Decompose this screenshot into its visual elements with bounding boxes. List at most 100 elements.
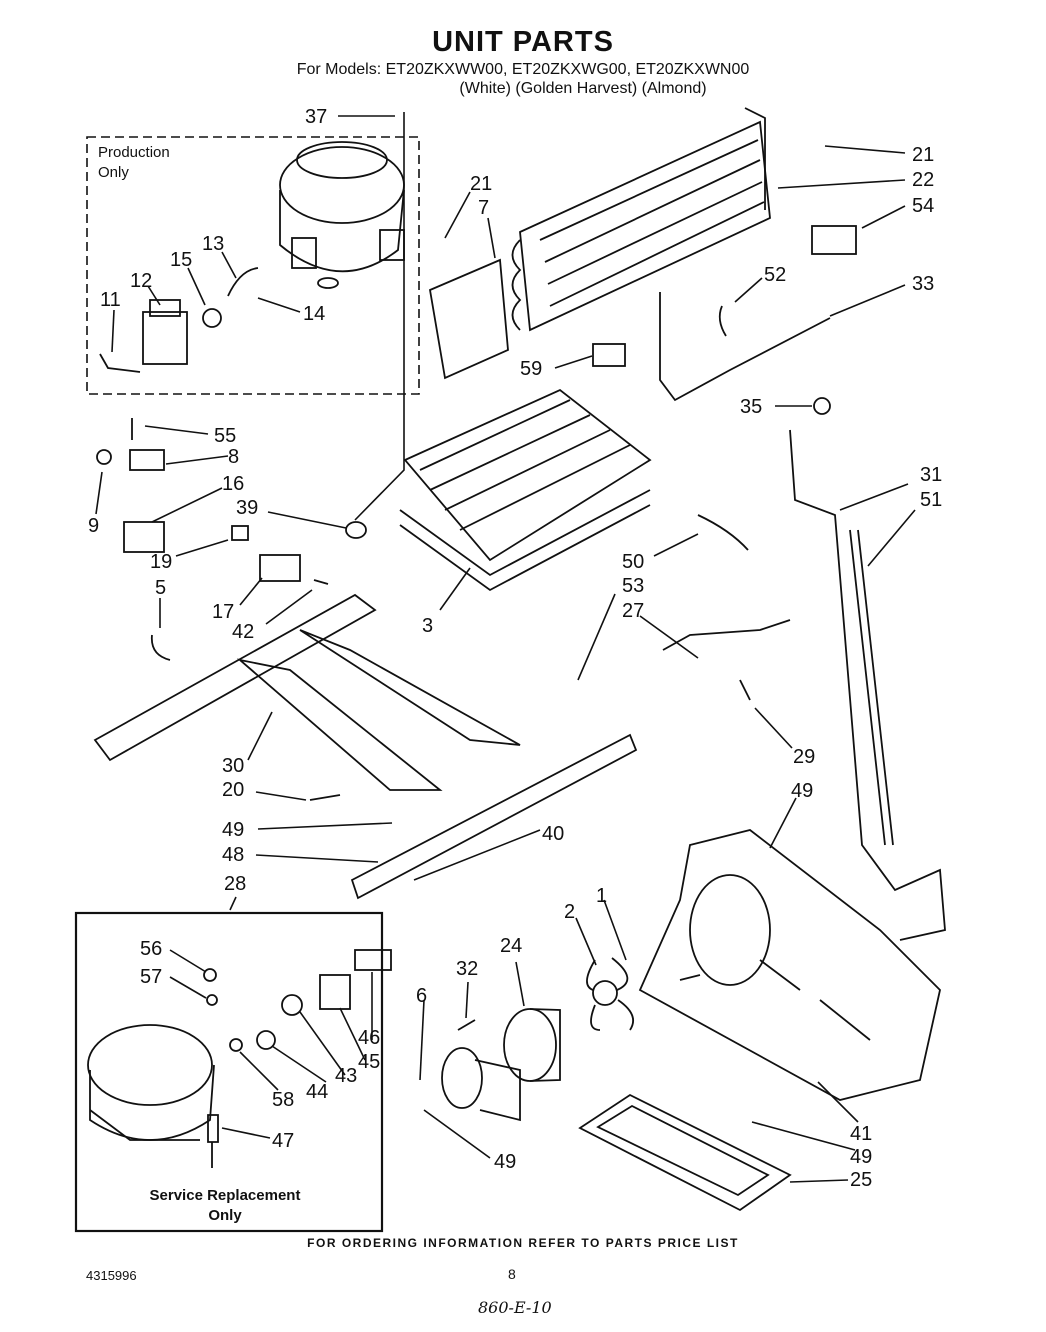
callout-51: 51 [920,489,942,511]
production-label-line-2: Only [98,164,129,181]
callout-22: 22 [912,169,934,191]
callout-20: 20 [222,779,244,801]
clip-part-20 [309,794,341,801]
callout-49d: 49 [850,1146,872,1168]
callout-12: 12 [130,270,152,292]
callout-7: 7 [478,197,489,219]
callout-1: 1 [596,885,607,907]
relay-part-12 [142,299,188,365]
grommet-part-35 [813,397,831,415]
callout-21b: 21 [470,173,492,195]
callout-56: 56 [140,938,162,960]
callout-9: 9 [88,515,99,537]
clip-part-46 [354,949,392,971]
callout-27: 27 [622,600,644,622]
clip-part-52 [718,305,727,337]
callout-53: 53 [622,575,644,597]
callout-25: 25 [850,1169,872,1191]
tube-part-33 [659,292,831,402]
capacitor-part-47 [207,1114,219,1168]
callout-numbers: 37 21 22 54 21 7 52 33 59 3 5 13 12 15 11… [88,106,942,1191]
callout-49b: 49 [791,780,813,802]
motor-mount-part-6 [441,1047,521,1122]
bumper-part-54 [811,225,857,255]
callout-3: 3 [422,615,433,637]
callout-17: 17 [212,601,234,623]
service-label-line-2: Only [208,1207,242,1224]
cover-part-45 [319,974,351,1010]
callout-45: 45 [358,1051,380,1073]
page-title: UNIT PARTS [432,26,614,58]
wire-part-13 [227,267,259,297]
callout-28: 28 [224,873,246,895]
callout-39: 39 [236,497,258,519]
callout-59: 59 [520,358,542,380]
callout-15: 15 [170,249,192,271]
callout-43: 43 [335,1065,357,1087]
washer-part-57 [206,994,218,1006]
bracket-part-32 [457,1019,476,1031]
screw-part-42 [313,579,329,585]
clip-part-19 [231,525,249,541]
callout-50: 50 [622,551,644,573]
clip-part-29 [739,679,751,701]
callout-33: 33 [912,273,934,295]
callout-54: 54 [912,195,934,217]
evaporator-coil-part-3 [399,388,652,592]
leader-lines [95,115,916,1183]
callout-46: 46 [358,1027,380,1049]
base-rail-part-30 [93,593,521,791]
fan-motor-part-24 [503,1008,561,1082]
relay-part-17 [259,554,301,582]
service-replacement-label: Service Replacement Only [130,1186,320,1226]
production-only-label: Production Only [98,143,208,183]
grommet-part-58 [229,1038,243,1052]
grommet-part-39 [345,521,367,539]
tube-part-51 [849,529,886,846]
model-list: For Models: ET20ZKXWW00, ET20ZKXWG00, ET… [296,61,750,78]
callout-14: 14 [303,303,325,325]
color-variants: (White) (Golden Harvest) (Almond) [459,80,707,97]
compressor-production-part [279,141,405,289]
callout-37: 37 [305,106,327,128]
clip-part-11 [99,353,141,373]
callout-16: 16 [222,473,244,495]
nut-part-56 [203,968,217,982]
callout-55: 55 [214,425,236,447]
callout-31: 31 [920,464,942,486]
callout-30: 30 [222,755,244,777]
compressor-service-part [87,1024,215,1141]
callout-2: 2 [564,901,575,923]
terminal-part-16 [123,521,165,553]
callout-32: 32 [456,958,478,980]
clip-part-50 [697,514,749,551]
handwritten-note: 860-E-10 [478,1298,552,1317]
callout-42: 42 [232,621,254,643]
callout-40: 40 [542,823,564,845]
bumper-part-59 [592,343,626,367]
callout-29: 29 [793,746,815,768]
page-number: 8 [508,1266,516,1282]
callout-47: 47 [272,1130,294,1152]
callout-41: 41 [850,1123,872,1145]
drain-pan-part-25 [578,1093,792,1212]
callout-8: 8 [228,446,239,468]
callout-52: 52 [764,264,786,286]
fan-blade-part-2 [586,957,634,1031]
callout-6: 6 [416,985,427,1007]
overload-part-44 [256,1030,276,1050]
service-replacement-box [74,911,384,1233]
ordering-note: FOR ORDERING INFORMATION REFER TO PARTS … [307,1236,739,1250]
callout-24: 24 [500,935,522,957]
condenser-coil-part-22 [511,107,771,332]
callout-5: 5 [155,577,166,599]
callout-11: 11 [100,289,121,311]
clip-part-5 [150,634,171,661]
document-number: 4315996 [86,1268,137,1283]
bracket-part-8 [129,449,165,471]
callout-19: 19 [150,551,172,573]
callout-13: 13 [202,233,224,255]
bracket-part-7 [428,258,509,380]
